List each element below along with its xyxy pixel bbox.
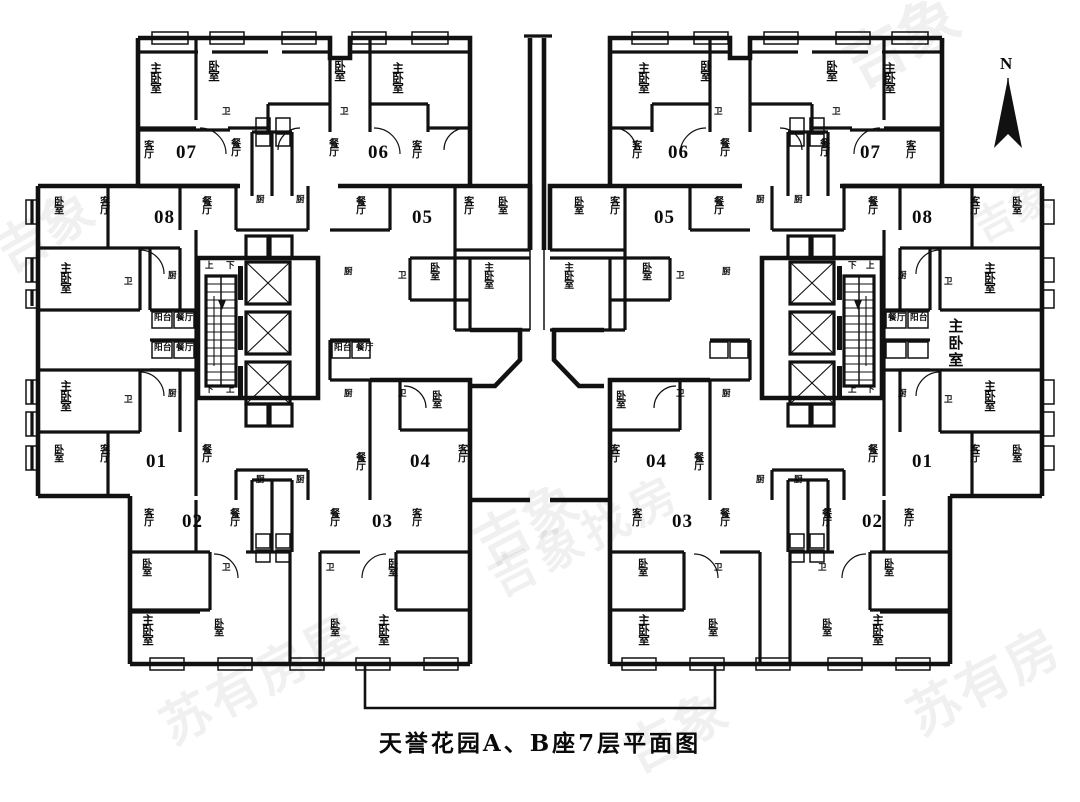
door-swings <box>139 127 941 579</box>
building-a-bottom-partitions <box>130 468 470 671</box>
north-letter-label: N <box>1000 54 1013 73</box>
title-leader-bracket <box>363 664 717 710</box>
building-a-right-units <box>328 186 530 500</box>
page-title: 天誉花园A、B座7层平面图 <box>378 730 702 757</box>
building-b-top-partitions <box>610 38 942 232</box>
building-b-top-windows <box>631 31 929 45</box>
building-a-core <box>195 234 321 428</box>
building-b-core <box>759 234 885 428</box>
building-a-left-partitions <box>25 186 198 496</box>
building-b-bottom-partitions <box>610 468 950 671</box>
building-a-top-windows <box>151 31 449 45</box>
building-b-right-partitions <box>882 186 1055 496</box>
building-a-top-partitions <box>138 38 470 232</box>
building-b-left-units <box>550 186 752 500</box>
center-divider <box>470 34 604 389</box>
north-arrow-glyph <box>994 78 1022 148</box>
